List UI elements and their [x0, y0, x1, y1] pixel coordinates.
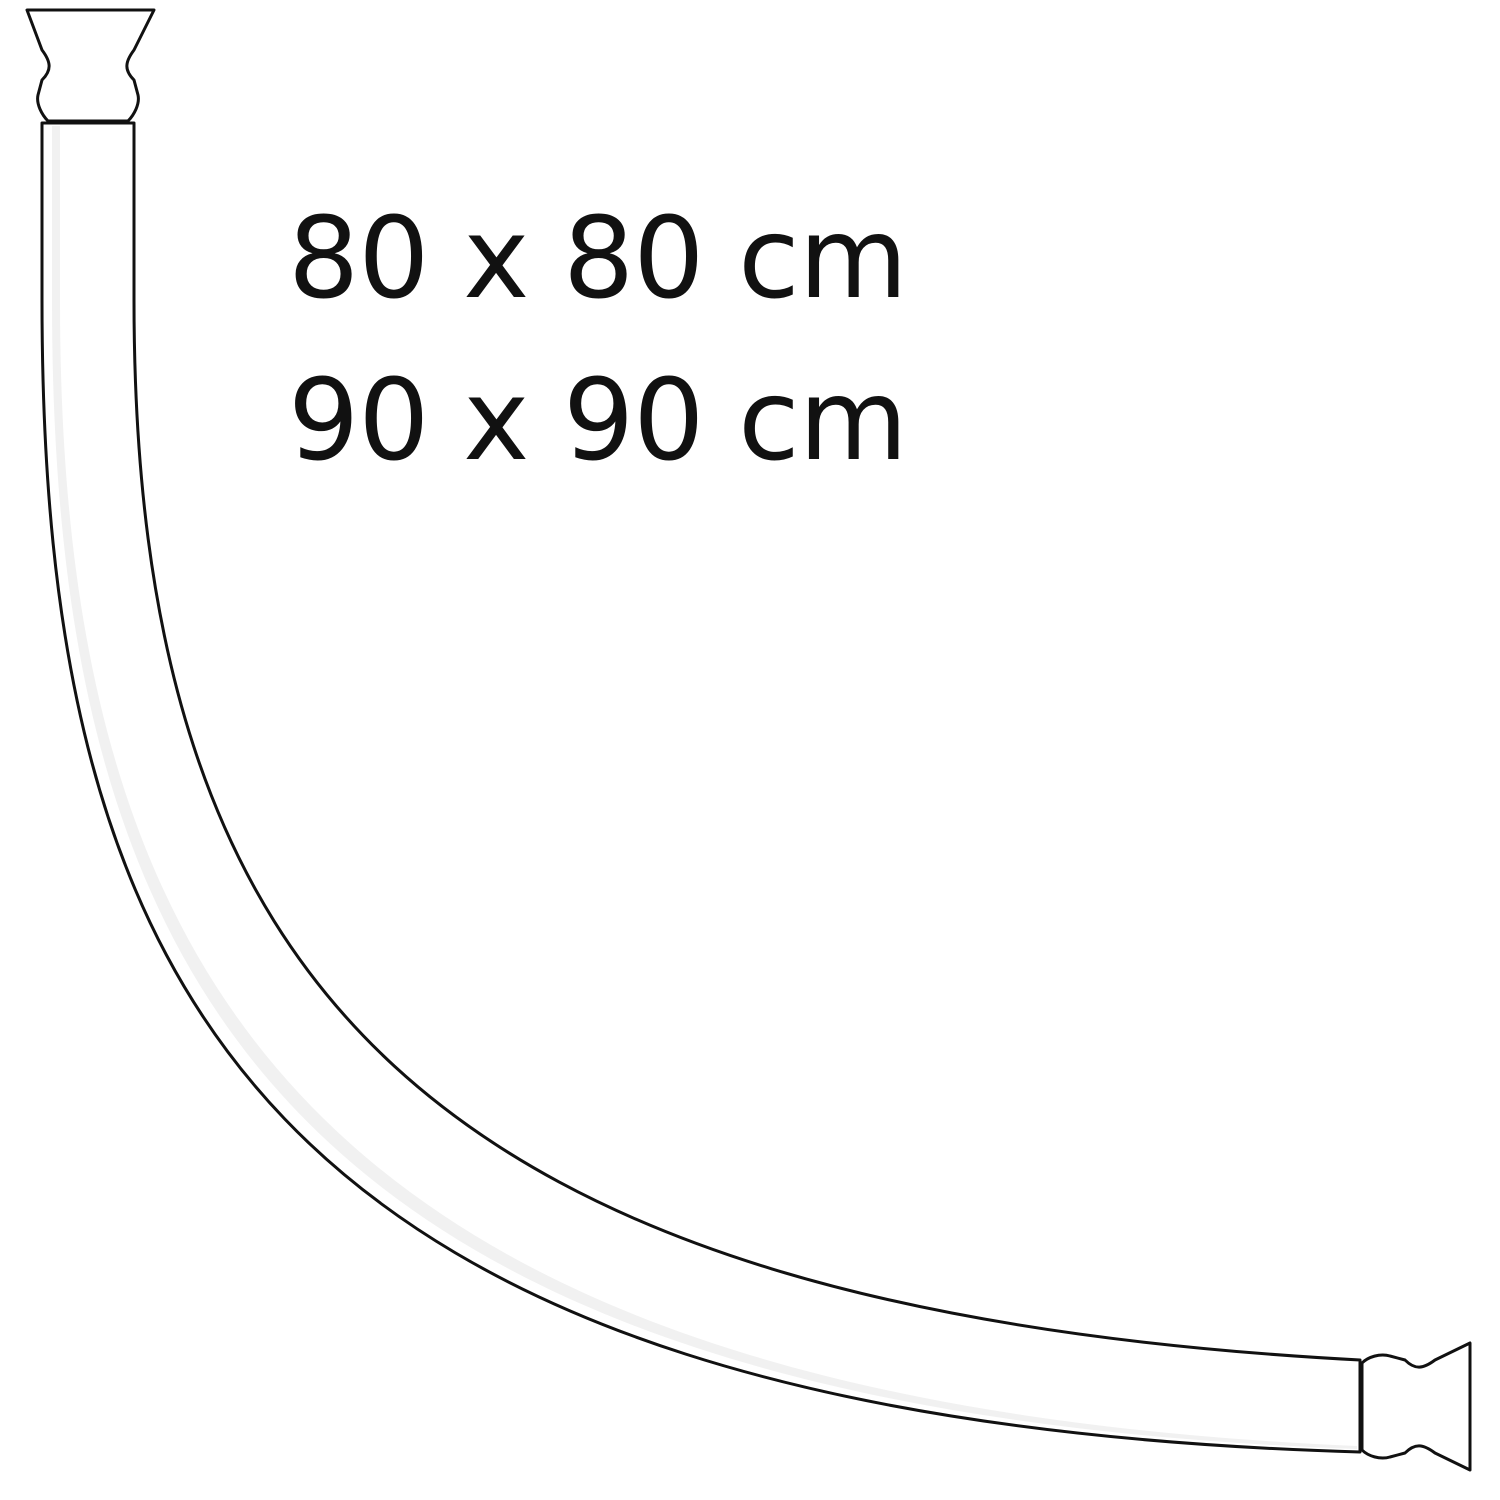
top-end-cap: [25, 8, 156, 123]
curved-rod: [40, 121, 1362, 1454]
size-label-90: 90 x 90 cm: [288, 356, 908, 486]
size-options: 80 x 80 cm 90 x 90 cm: [288, 178, 908, 502]
right-end-cap: [1360, 1341, 1472, 1472]
size-label-80: 80 x 80 cm: [288, 194, 908, 324]
